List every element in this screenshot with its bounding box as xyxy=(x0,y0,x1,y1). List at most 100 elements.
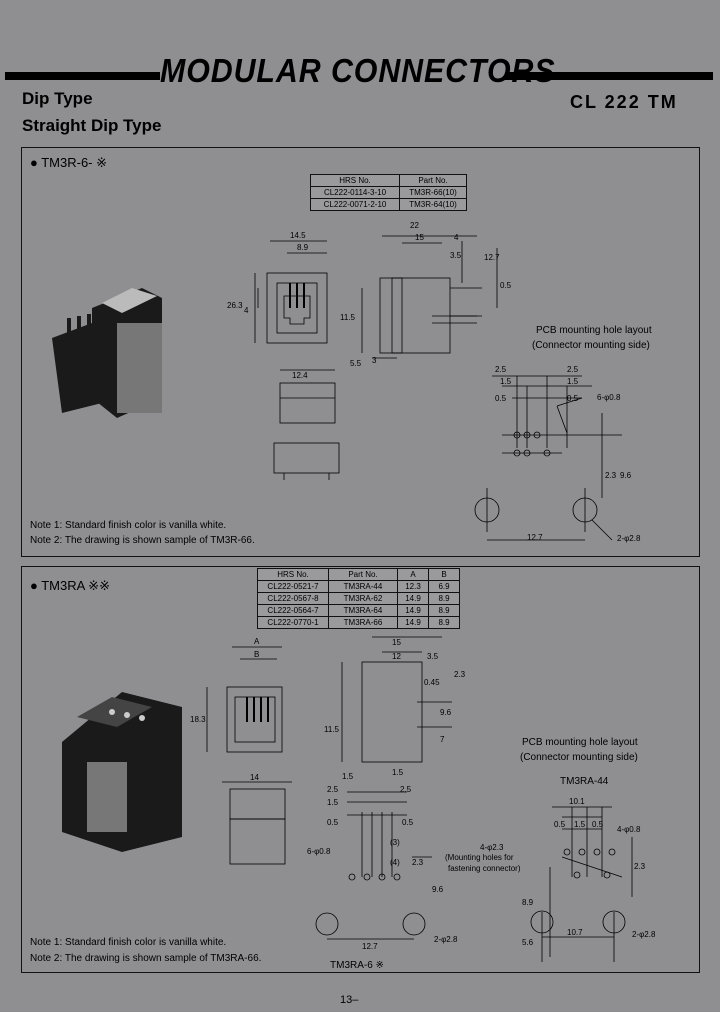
dim-label: 1.5 xyxy=(392,768,404,777)
dim-label: 14 xyxy=(250,773,259,782)
dim-label: 18.3 xyxy=(190,715,206,724)
dim-label: 0.5 xyxy=(327,818,339,827)
dim-label: 2.3 xyxy=(412,858,424,867)
dim-label: 1.5 xyxy=(342,772,354,781)
table-cell: CL222-0071-2-10 xyxy=(310,198,400,211)
dim-label: 12.7 xyxy=(527,533,543,542)
dim-label: 0.5 xyxy=(495,394,507,403)
dim-label: 4 xyxy=(244,306,249,315)
dim-label: (3) xyxy=(390,838,400,847)
dim-label: B xyxy=(254,650,259,659)
dim-label: 4 xyxy=(454,233,459,242)
section2-pcb-subtitle: (Connector mounting side) xyxy=(520,752,638,763)
section2-note-1: Note 1: Standard finish color is vanilla… xyxy=(30,937,227,948)
dim-label: 4-φ2.3 xyxy=(480,843,504,852)
dim-label: 6-φ0.8 xyxy=(307,847,331,856)
dim-label: 0.5 xyxy=(554,820,566,829)
section1-pcb-title: PCB mounting hole layout xyxy=(536,325,652,336)
section1-pcb-subtitle: (Connector mounting side) xyxy=(532,340,650,351)
dim-label: 0.45 xyxy=(424,678,440,687)
dim-label: 0.5 xyxy=(500,281,512,290)
section2-mount-note-1: (Mounting holes for xyxy=(445,853,514,862)
dim-label: 7 xyxy=(440,735,445,744)
subtitle-dip-type: Dip Type xyxy=(22,89,93,108)
dim-label: 1.5 xyxy=(327,798,339,807)
dim-label: 3 xyxy=(372,356,377,365)
section1-label: ● TM3R-6- ※ xyxy=(30,155,108,170)
table-cell: TM3R-64(10) xyxy=(399,198,467,211)
dim-label: 8.9 xyxy=(522,898,534,907)
subtitle-straight-dip-type: Straight Dip Type xyxy=(22,116,162,135)
section2-pcb-title: PCB mounting hole layout xyxy=(522,737,638,748)
dim-label: 0.5 xyxy=(567,394,579,403)
dim-label: 2-φ2.8 xyxy=(434,935,458,944)
dim-label: 5.5 xyxy=(350,359,362,368)
dim-label: 1.5 xyxy=(574,820,586,829)
dim-label: 9.6 xyxy=(432,885,444,894)
section1-part-table: HRS No. Part No. CL222-0114-3-10 TM3R-66… xyxy=(310,174,467,211)
section-tm3r6 xyxy=(21,147,700,557)
dim-label: 11.5 xyxy=(340,313,356,322)
section1-note-1: Note 1: Standard finish color is vanilla… xyxy=(30,520,227,531)
dim-label: 2.3 xyxy=(454,670,466,679)
dim-label: 12.7 xyxy=(362,942,378,951)
dim-label: 10.7 xyxy=(567,928,583,937)
series-code: CL 222 TM xyxy=(570,92,678,112)
dim-label: 4-φ0.8 xyxy=(617,825,641,834)
page-title: MODULAR CONNECTORS xyxy=(160,52,556,89)
title-rule-right xyxy=(505,72,713,80)
dim-label: 12.4 xyxy=(292,371,308,380)
dim-label: 2.5 xyxy=(400,785,412,794)
dim-label: 2-φ2.8 xyxy=(617,534,641,543)
section2-mount-note-2: fastening connector) xyxy=(448,864,521,873)
section2-sub-b: TM3RA-6 ※ xyxy=(330,960,384,971)
section2-label: ● TM3RA ※※ xyxy=(30,578,110,593)
dim-label: 10.1 xyxy=(569,797,585,806)
dim-label: 0.5 xyxy=(402,818,414,827)
table-cell: 8.9 xyxy=(428,616,460,629)
dim-label: A xyxy=(254,637,260,646)
dim-label: 3.5 xyxy=(427,652,439,661)
title-rule-left xyxy=(5,72,160,80)
dim-label: 1.5 xyxy=(567,377,579,386)
section2-drawing: A B 15 12 3.5 18.3 11.5 14 0.45 2.3 9.6 … xyxy=(62,636,656,962)
table-row: CL222-0521-7 TM3RA-44 12.3 6.9 xyxy=(257,580,460,593)
table-row: CL222-0564-7 TM3RA-64 14.9 8.9 xyxy=(257,604,460,617)
section2-sub-a: TM3RA-44 xyxy=(560,776,609,787)
dim-label: 3.5 xyxy=(450,251,462,260)
dim-label: 2.5 xyxy=(495,365,507,374)
dim-label: 2.3 xyxy=(605,471,617,480)
dim-label: 9.6 xyxy=(440,708,452,717)
dim-label: 0.5 xyxy=(592,820,604,829)
dim-label: 5.6 xyxy=(522,938,534,947)
dim-label: 6-φ0.8 xyxy=(597,393,621,402)
dim-label: (4) xyxy=(390,858,400,867)
section1-drawing: 14.5 8.9 22 15 4 3.5 12.7 0.5 26.3 4 11.… xyxy=(52,221,641,543)
page-number: 13– xyxy=(340,994,359,1006)
dim-label: 2.5 xyxy=(567,365,579,374)
table-row: CL222-0770-1 TM3RA-66 14.9 8.9 xyxy=(257,616,460,629)
dim-label: 9.6 xyxy=(620,471,632,480)
dim-label: 11.5 xyxy=(324,725,340,734)
dim-label: 22 xyxy=(410,221,419,230)
section1-dimensions: 14.5 8.9 22 15 4 3.5 12.7 0.5 26.3 4 11.… xyxy=(227,221,641,543)
section2-note-2: Note 2: The drawing is shown sample of T… xyxy=(30,953,262,964)
dim-label: 15 xyxy=(392,638,401,647)
section1-note-2: Note 2: The drawing is shown sample of T… xyxy=(30,535,255,546)
section2-part-table: HRS No. Part No. A B CL222-0521-7 TM3RA-… xyxy=(257,568,460,629)
section-tm3ra xyxy=(21,566,700,973)
connector-photo xyxy=(52,288,162,418)
section2-dimensions: A B 15 12 3.5 18.3 11.5 14 0.45 2.3 9.6 … xyxy=(190,637,656,951)
dim-label: 12.7 xyxy=(484,253,500,262)
table-row: CL222-0071-2-10 TM3R-64(10) xyxy=(310,198,467,211)
dim-label: 12 xyxy=(392,652,401,661)
dim-label: 15 xyxy=(415,233,424,242)
dim-label: 2.3 xyxy=(634,862,646,871)
connector-photo-ra xyxy=(62,692,182,852)
dim-label: 26.3 xyxy=(227,301,243,310)
dim-label: 2-φ2.8 xyxy=(632,930,656,939)
table-row: CL222-0567-8 TM3RA-62 14.9 8.9 xyxy=(257,592,460,605)
dim-label: 2.5 xyxy=(327,785,339,794)
dim-label: 1.5 xyxy=(500,377,512,386)
dim-label: 8.9 xyxy=(297,243,309,252)
